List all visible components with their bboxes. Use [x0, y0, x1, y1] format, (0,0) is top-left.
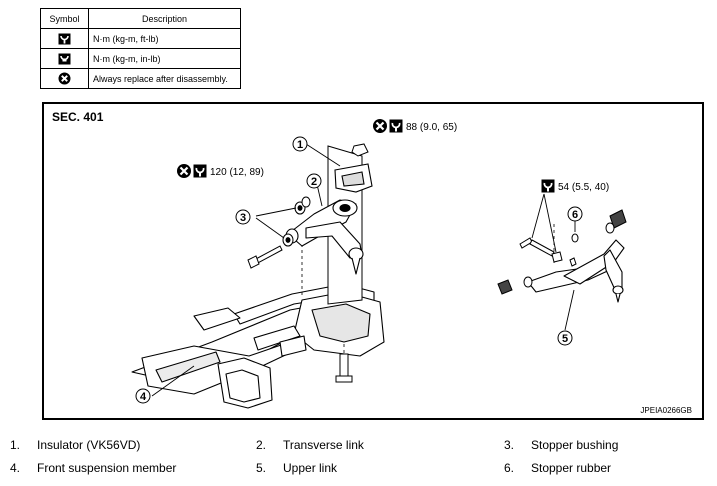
diagram-code: JPEIA0266GB	[640, 406, 692, 415]
replace-x-icon	[58, 72, 71, 85]
insulator	[334, 163, 373, 193]
torque-wrench-icon	[58, 33, 71, 44]
legend-row: N·m (kg-m, ft-lb)	[40, 28, 241, 49]
legend-row: Always replace after disassembly.	[40, 68, 241, 89]
callout-1: 1	[297, 139, 303, 151]
exploded-view-diagram: SEC. 401 JPEIA0266GB	[42, 102, 704, 420]
callout-4: 4	[140, 391, 147, 403]
legend-header-row: Symbol Description	[40, 8, 241, 29]
upper-link-bolt	[519, 237, 577, 267]
legend-description: N·m (kg-m, ft-lb)	[88, 28, 241, 49]
upper-link	[527, 239, 625, 303]
section-label: SEC. 401	[52, 110, 104, 124]
legend-row: N·m (kg-m, in-lb)	[40, 48, 241, 69]
suspension-drawing: 88 (9.0, 65) 120 (12, 89) 54 (5.5, 40) 1…	[131, 117, 627, 409]
front-suspension-member	[131, 283, 385, 409]
callout-6: 6	[572, 209, 578, 221]
top-nut	[351, 143, 369, 157]
callout-2: 2	[311, 176, 317, 188]
lower-bolt	[335, 353, 353, 383]
stopper-bushing	[282, 201, 306, 247]
legend-description: Always replace after disassembly.	[88, 68, 241, 89]
torque-label-left: 120 (12, 89)	[210, 167, 264, 178]
transverse-link	[285, 199, 364, 275]
left-bolt	[247, 245, 283, 269]
torque-label-right: 54 (5.5, 40)	[558, 182, 609, 193]
legend-header-symbol: Symbol	[40, 8, 89, 29]
legend-description: N·m (kg-m, in-lb)	[88, 48, 241, 69]
symbol-legend-table: Symbol Description N·m (kg-m, ft-lb) N·m…	[40, 8, 241, 89]
callout-5: 5	[562, 333, 568, 345]
torque-wrench-small-icon	[58, 53, 71, 64]
callout-3: 3	[240, 212, 246, 224]
legend-header-description: Description	[88, 8, 241, 29]
torque-label-top: 88 (9.0, 65)	[406, 122, 457, 133]
stopper-rubber	[571, 233, 579, 243]
